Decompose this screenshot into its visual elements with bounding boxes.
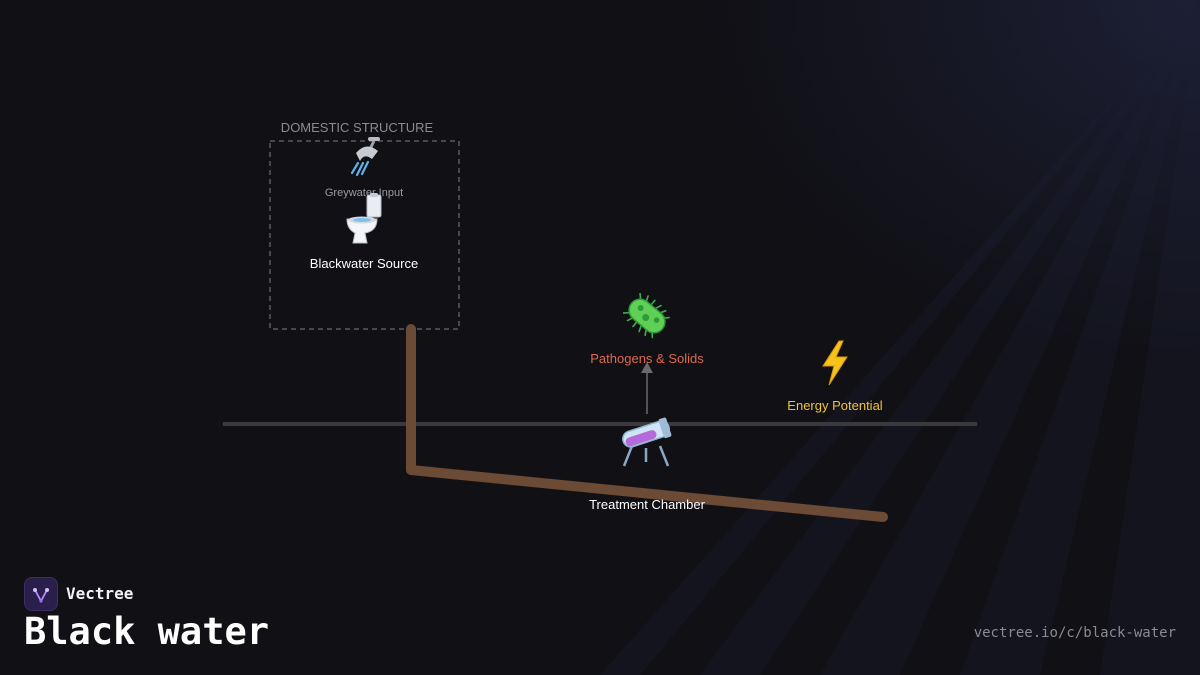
page-title: Black water [24,610,270,653]
pathogens-label: Pathogens & Solids [590,351,704,366]
domestic-structure-boundary [269,140,460,330]
treatment-label: Treatment Chamber [589,497,705,512]
brand-name: Vectree [66,584,134,603]
blackwater-label: Blackwater Source [309,256,419,271]
drain-pipe [406,324,888,522]
flask-icon [618,414,674,471]
shower-icon [346,135,386,183]
lightning-icon [817,339,853,390]
microbe-icon [622,292,671,342]
group-label-domestic-structure: DOMESTIC STRUCTURE [280,120,434,135]
vectree-logo-icon [24,577,58,611]
energy-label: Energy Potential [787,398,883,413]
page-url[interactable]: vectree.io/c/black-water [973,625,1176,641]
greywater-label: Greywater Input [324,187,404,199]
arrow-head [641,362,653,373]
toilet-icon [343,193,385,248]
